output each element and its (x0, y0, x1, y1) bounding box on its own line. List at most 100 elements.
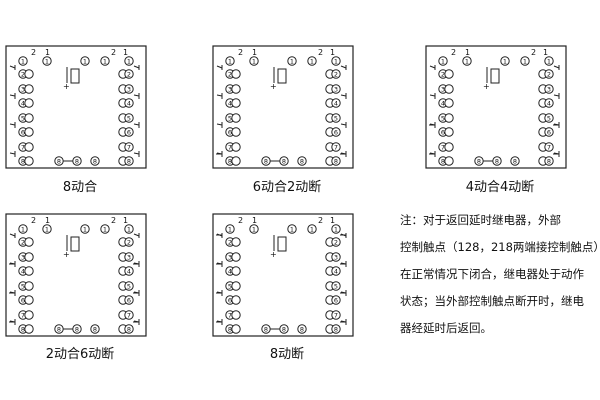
contact-right-4 (133, 151, 140, 157)
pin-bottom-3-label: 8 (513, 157, 517, 165)
pin-left-5-label: 5 (21, 282, 25, 290)
coil-box (277, 236, 287, 252)
pin-right-4-label: 4 (127, 99, 131, 107)
pin-right-7-label: 7 (127, 143, 131, 151)
pin-left-7-label: 7 (228, 143, 232, 151)
contact-left-4 (9, 319, 16, 325)
pin-left-b-8 (24, 156, 34, 166)
contact-left-2-blade (216, 94, 223, 97)
contact-right-2 (340, 93, 347, 99)
contact-left-2 (429, 93, 436, 99)
note-line-4: 状态；当外部控制触点断开时，继电 (400, 294, 584, 308)
pin-right-5-label: 5 (547, 114, 551, 122)
pin-right-5 (544, 113, 554, 123)
pin-left-b-4 (24, 266, 34, 276)
pin-top-mid-label: 1 (503, 57, 507, 65)
pin-right-4-label: 4 (547, 99, 551, 107)
pin-bottom-3 (297, 324, 307, 334)
pin-top-left (249, 56, 259, 66)
contact-right-2 (340, 261, 347, 267)
pin-bottom-3 (90, 156, 100, 166)
contact-right-2 (553, 93, 560, 99)
pin-right-5 (124, 113, 134, 123)
pin-left-2-label: 2 (21, 238, 25, 246)
side-label-1: 2 (31, 48, 36, 57)
pin-left-b-8 (231, 156, 241, 166)
pin-top-left-label: 1 (252, 57, 256, 65)
side-label-4: 1 (330, 216, 335, 225)
panel-caption-2: 6动合2动断 (252, 180, 322, 195)
pin-left-4-label: 4 (228, 99, 232, 107)
pin-right-3 (331, 252, 341, 262)
pin-right-2-label: 2 (127, 70, 131, 78)
pin-top-left (249, 224, 259, 234)
pin-right-5-label: 5 (127, 282, 131, 290)
pin-r1 (124, 56, 134, 66)
pin-right-8-label: 8 (334, 157, 338, 165)
contact-left-3 (9, 290, 16, 296)
pin-left-2-label: 2 (21, 70, 25, 78)
pin-right-7-label: 7 (334, 143, 338, 151)
pin-r1 (331, 56, 341, 66)
pin-left-b-5 (444, 113, 454, 123)
pin-left-b-8 (444, 156, 454, 166)
pin-r1-label: 1 (547, 57, 551, 65)
pin-right-8-label: 8 (334, 325, 338, 333)
side-label-3: 2 (111, 216, 116, 225)
pin-right-5-label: 5 (127, 114, 131, 122)
coil-plus: + (483, 82, 490, 91)
coil-plus: + (63, 250, 70, 259)
pin-left-b-6 (231, 127, 241, 137)
pin-bottom-1-label: 8 (57, 157, 61, 165)
pin-left-b-2 (24, 69, 34, 79)
pin-top-right (307, 56, 317, 66)
side-label-2: 1 (45, 48, 50, 57)
pin-left-4-label: 4 (228, 267, 232, 275)
pin-right-6-label: 6 (334, 296, 338, 304)
contact-right-1 (340, 233, 347, 238)
contact-left-4 (216, 319, 223, 325)
pin-right-8 (544, 156, 554, 166)
pin-left-b-7 (24, 310, 34, 320)
coil-box (70, 68, 80, 84)
coil-plus: + (63, 82, 70, 91)
pin-left-6-label: 6 (21, 296, 25, 304)
pin-right-2-label: 2 (334, 70, 338, 78)
pin-bottom-3 (297, 156, 307, 166)
pin-right-7 (331, 142, 341, 152)
pin-bottom-3-label: 8 (300, 325, 304, 333)
panel-frame (212, 213, 354, 337)
contact-left-1 (216, 65, 223, 70)
pin-left-3-label: 3 (228, 85, 232, 93)
pin-top-mid (287, 56, 297, 66)
contact-right-2-blade (340, 94, 347, 97)
pin-left-b-7 (444, 142, 454, 152)
pin-right-5 (331, 113, 341, 123)
pin-right-7-label: 7 (334, 311, 338, 319)
side-label-1: 2 (451, 48, 456, 57)
pin-r1-label: 1 (334, 57, 338, 65)
pin-right-2 (124, 237, 134, 247)
side-label-4: 1 (543, 48, 548, 57)
pin-right-6-label: 6 (127, 296, 131, 304)
contact-left-3-blade (9, 123, 16, 126)
side-label-2: 1 (465, 48, 470, 57)
contact-right-3-blade (340, 123, 347, 126)
side-label-4: 1 (123, 216, 128, 225)
panel-caption-1: 8动合 (62, 180, 98, 195)
contact-left-3 (429, 122, 436, 128)
pin-left-5-label: 5 (441, 114, 445, 122)
pin-top-left-label: 1 (45, 225, 49, 233)
pin-left-2-label: 2 (228, 238, 232, 246)
pin-right-4 (124, 98, 134, 108)
side-label-3: 2 (318, 216, 323, 225)
pin-bottom-3 (510, 156, 520, 166)
pin-bottom-1-label: 8 (264, 325, 268, 333)
coil-plus: + (270, 82, 277, 91)
side-label-2: 1 (252, 48, 257, 57)
pin-right-3 (331, 84, 341, 94)
pin-left-b-3 (24, 252, 34, 262)
pin-left-4-label: 4 (21, 267, 25, 275)
pin-right-8 (331, 324, 341, 334)
